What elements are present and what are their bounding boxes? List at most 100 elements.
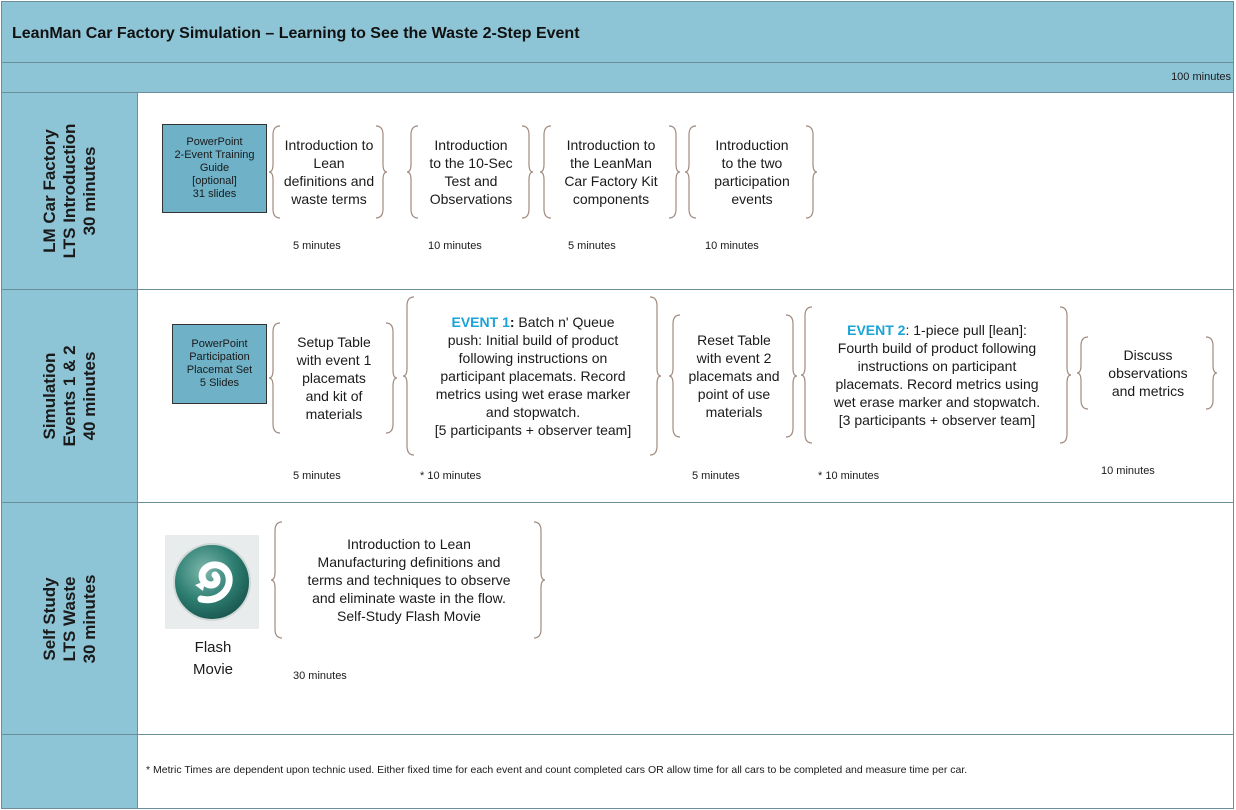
event-heading-line: EVENT 2: 1-piece pull [lean]: [802,321,1072,339]
step-event-2: EVENT 2: 1-piece pull [lean]: Fourth bui… [800,306,1072,444]
step-line: to the two [721,155,783,171]
resource-line: 2-Event Training [174,149,255,161]
step-line: [3 participants + observer team] [838,412,1036,428]
resource-line: Guide [199,162,230,174]
step-line: Batch n' Queue [514,314,615,330]
step-discuss: Discuss observations and metrics [1076,336,1218,410]
page-title: LeanMan Car Factory Simulation – Learnin… [12,25,580,42]
step-line: [5 participants + observer team] [434,422,632,438]
step-line: point of use [697,386,771,402]
row-label-line: 30 minutes [79,146,99,236]
step-line: Test and [444,173,498,189]
left-brace [268,125,281,219]
left-brace [1076,336,1089,410]
right-brace [533,521,546,639]
powerpoint-training-guide[interactable]: PowerPoint 2-Event Training Guide [optio… [162,124,267,213]
row-label-line: LM Car Factory [39,129,59,253]
right-brace [521,125,534,219]
row-label-line: 40 minutes [79,351,99,441]
flash-label-line: Movie [192,661,233,678]
left-brace [539,125,552,219]
right-brace [649,296,662,456]
step-line: terms and techniques to observe [307,572,511,588]
step-line: and kit of [305,388,363,404]
step-line: Self-Study Flash Movie [337,608,481,624]
flash-movie-label: Flash Movie [183,637,243,681]
powerpoint-placemat-set[interactable]: PowerPoint Participation Placemat Set 5 … [172,324,267,404]
row-header-introduction: LM Car Factory LTS Introduction 30 minut… [2,93,138,289]
duration-label: 10 minutes [705,240,759,252]
step-reset-table: Reset Table with event 2 placemats and p… [668,314,798,438]
row-label-line: Simulation [39,352,59,440]
event-2-label: EVENT 2 [847,322,906,338]
step-line: Setup Table [297,334,371,350]
row-label-line: LTS Introduction [59,123,79,259]
right-brace [1205,336,1218,410]
right-brace [375,125,388,219]
step-line: to the 10-Sec [429,155,513,171]
resource-line: Placemat Set [186,364,253,376]
step-line: Introduction [434,137,508,153]
title-bar: LeanMan Car Factory Simulation – Learnin… [1,1,1234,63]
step-line: events [731,191,773,207]
step-line: Discuss [1123,347,1173,363]
step-line: Lean [313,155,345,171]
step-line: Introduction to Lean [347,536,471,552]
left-brace [268,322,281,434]
step-line: placemats [302,370,366,386]
step-event-1: EVENT 1: Batch n' Queue push: Initial bu… [402,296,662,456]
step-line: with event 2 [696,350,772,366]
step-line: and metrics [1111,383,1185,399]
step-line: Fourth build of product following [837,340,1037,356]
duration-label: 10 minutes [428,240,482,252]
row-footnote [1,735,1234,809]
step-line: metrics using wet erase marker [435,386,631,402]
row-label-line: LTS Waste [59,576,79,662]
left-brace [668,314,681,438]
step-line: and stopwatch. [485,404,581,420]
step-line: Introduction [715,137,789,153]
step-line: materials [705,404,763,420]
row-header-simulation: Simulation Events 1 & 2 40 minutes [2,290,138,502]
step-line: placemats and [688,368,780,384]
step-line: observations [1108,365,1188,381]
step-line: with event 1 [296,352,372,368]
left-brace [402,296,415,456]
step-line: instructions on participant [857,358,1017,374]
step-line: wet erase marker and stopwatch. [833,394,1041,410]
duration-label: * 10 minutes [818,470,880,482]
event-heading-line: EVENT 1: Batch n' Queue [404,313,662,331]
right-brace [668,125,681,219]
row-header-footnote [2,735,138,808]
duration-label: 30 minutes [293,670,347,682]
footnote: * Metric Times are dependent upon techni… [146,764,968,776]
step-line: components [572,191,650,207]
step-line: placemats. Record metrics using [835,376,1039,392]
flash-movie-icon[interactable] [165,535,259,629]
resource-line: PowerPoint [191,338,248,350]
total-time-bar: 100 minutes [1,63,1234,93]
resource-line: [optional] [192,175,237,187]
step-line: definitions and [283,173,375,189]
step-line: Manufacturing definitions and [317,554,501,570]
right-brace [1059,306,1072,444]
step-line: and eliminate waste in the flow. [312,590,506,606]
row-label-line: Events 1 & 2 [59,345,79,447]
step-10-sec-test: Introduction to the 10-Sec Test and Obse… [406,125,534,219]
event-1-label: EVENT 1 [451,314,510,330]
duration-label: 5 minutes [692,470,740,482]
step-line: Observations [429,191,513,207]
resource-line: PowerPoint [186,136,243,148]
duration-label: 5 minutes [568,240,616,252]
flash-label-line: Flash [194,639,232,656]
resource-line: 31 slides [192,188,237,200]
resource-line: Participation [189,351,250,363]
row-label-line: Self Study [39,576,59,661]
right-brace [805,125,818,219]
event-suffix: : [509,314,515,330]
duration-label: 10 minutes [1101,465,1155,477]
step-line: the LeanMan [570,155,652,171]
left-brace [406,125,419,219]
step-line: participant placemats. Record [440,368,626,384]
